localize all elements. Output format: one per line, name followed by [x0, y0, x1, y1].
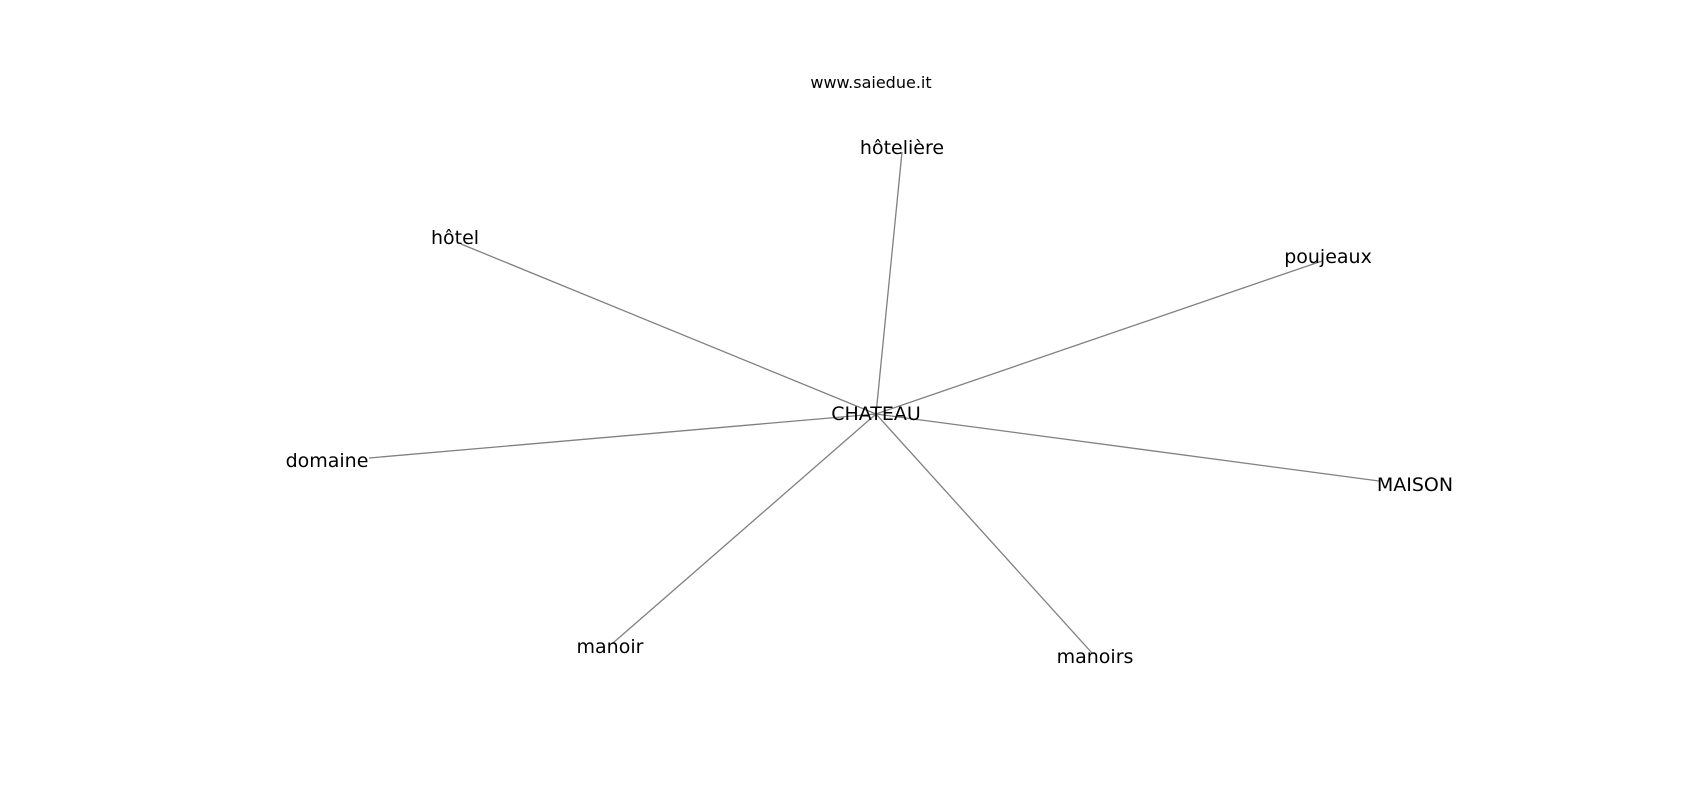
node-label-hotel: hôtel: [431, 227, 479, 249]
node-label-manoir: manoir: [577, 636, 644, 658]
node-label-chateau: CHATEAU: [831, 403, 921, 425]
edge-chateau-poujeaux: [875, 260, 1323, 415]
labels-layer: CHATEAU hôtelière hôtel poujeaux domaineMAIS…: [286, 137, 1454, 668]
node-label-hoteliere: hôtelière: [860, 137, 944, 159]
edges-layer: [368, 151, 1380, 654]
edge-chateau-domaine: [368, 413, 877, 459]
site-url-watermark: www.saiedue.it: [810, 73, 931, 92]
edge-chateau-maison: [875, 413, 1380, 482]
node-label-poujeaux: poujeaux: [1284, 246, 1372, 268]
edge-chateau-manoir: [612, 413, 877, 644]
edge-chateau-hotel: [460, 243, 877, 415]
node-label-manoirs: manoirs: [1057, 646, 1134, 668]
node-label-domaine: domaine: [286, 450, 369, 472]
edge-chateau-hoteliere: [875, 151, 903, 415]
node-label-maison: MAISON: [1377, 474, 1453, 496]
edge-chateau-manoirs: [875, 413, 1093, 654]
